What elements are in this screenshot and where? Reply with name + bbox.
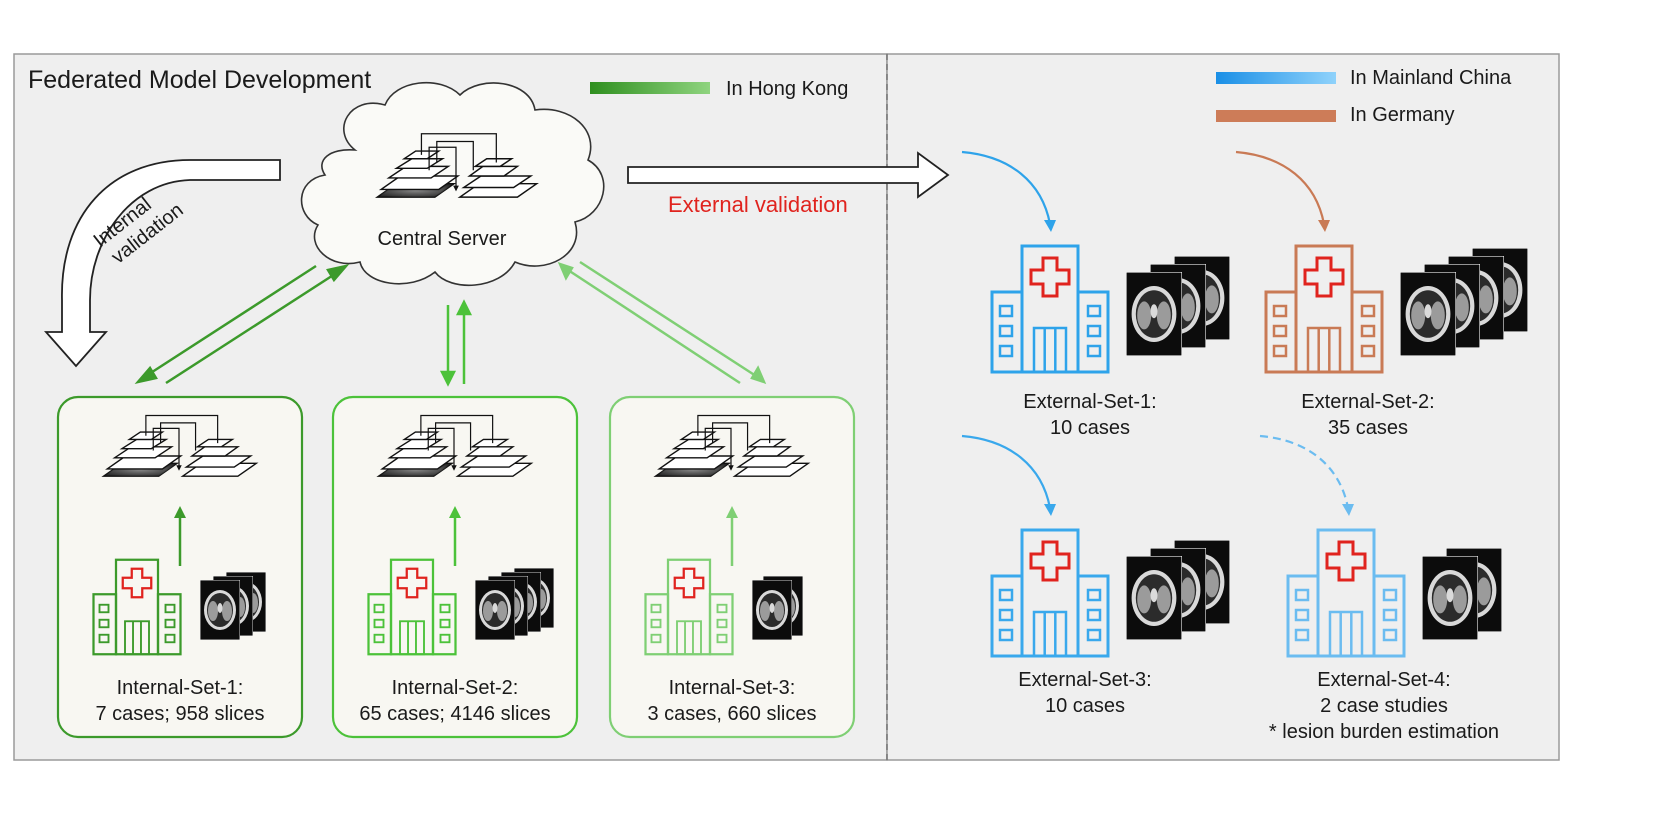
central-server-cloud	[300, 81, 605, 287]
internal-site-name: Internal-Set-3:	[669, 677, 796, 699]
right-panel	[886, 53, 1560, 761]
legend-label-germany: In Germany	[1350, 104, 1454, 126]
ct-slice-image	[1126, 556, 1182, 640]
internal-site-detail: 65 cases; 4146 slices	[359, 703, 550, 725]
ct-slice-image	[752, 580, 792, 640]
external-site-2: External-Set-2: 35 cases	[1264, 244, 1528, 439]
internal-site-2: Internal-Set-2: 65 cases; 4146 slices	[331, 395, 579, 739]
internal-site-name: Internal-Set-2:	[392, 677, 519, 699]
panel-title: Federated Model Development	[28, 66, 371, 94]
internal-site-detail: 7 cases; 958 slices	[96, 703, 265, 725]
external-validation-label: External validation	[668, 192, 848, 217]
ct-slice-image	[1400, 272, 1456, 356]
site3-server-arrows	[557, 260, 767, 385]
ct-slice-image	[200, 580, 240, 640]
legend-label-hong-kong: In Hong Kong	[726, 78, 848, 100]
internal-site-detail: 3 cases, 660 slices	[648, 703, 817, 725]
external-site-name: External-Set-1:	[1023, 391, 1156, 413]
ct-slice-image	[475, 580, 515, 640]
legend-swatch-mainland-china	[1216, 72, 1336, 84]
external-site-name: External-Set-3:	[1018, 669, 1151, 691]
internal-site-box	[331, 395, 579, 739]
legend-swatch-hong-kong	[590, 82, 710, 94]
external-site-1: External-Set-1: 10 cases	[990, 244, 1230, 439]
external-site-detail: 10 cases	[1045, 695, 1125, 717]
external-validation-arrow	[627, 151, 950, 199]
external-site-note: * lesion burden estimation	[1269, 721, 1499, 743]
internal-site-name: Internal-Set-1:	[117, 677, 244, 699]
site2-server-arrows	[439, 299, 473, 387]
internal-validation-arrow	[44, 159, 281, 368]
external-arrow-set4	[1259, 434, 1354, 516]
external-site-name: External-Set-2:	[1301, 391, 1434, 413]
ct-slice-image	[1422, 556, 1478, 640]
ct-slice-image	[1126, 272, 1182, 356]
internal-site-box	[56, 395, 304, 739]
external-site-name: External-Set-4:	[1317, 669, 1450, 691]
external-arrow-set2	[1235, 150, 1330, 232]
external-site-detail: 10 cases	[1050, 417, 1130, 439]
external-site-detail: 35 cases	[1328, 417, 1408, 439]
external-site-detail: 2 case studies	[1320, 695, 1448, 717]
site1-server-arrows	[134, 263, 350, 385]
external-arrow-set1	[961, 150, 1056, 232]
internal-site-box	[608, 395, 856, 739]
legend-swatch-germany	[1216, 110, 1336, 122]
internal-site-3: Internal-Set-3: 3 cases, 660 slices	[608, 395, 856, 739]
legend-label-mainland-china: In Mainland China	[1350, 67, 1512, 89]
central-server-label: Central Server	[378, 228, 507, 250]
external-arrow-set3	[961, 434, 1056, 516]
external-site-4: External-Set-4: 2 case studies * lesion bu…	[1269, 528, 1502, 743]
external-site-3: External-Set-3: 10 cases	[990, 528, 1230, 717]
internal-site-1: Internal-Set-1: 7 cases; 958 slices	[56, 395, 304, 739]
